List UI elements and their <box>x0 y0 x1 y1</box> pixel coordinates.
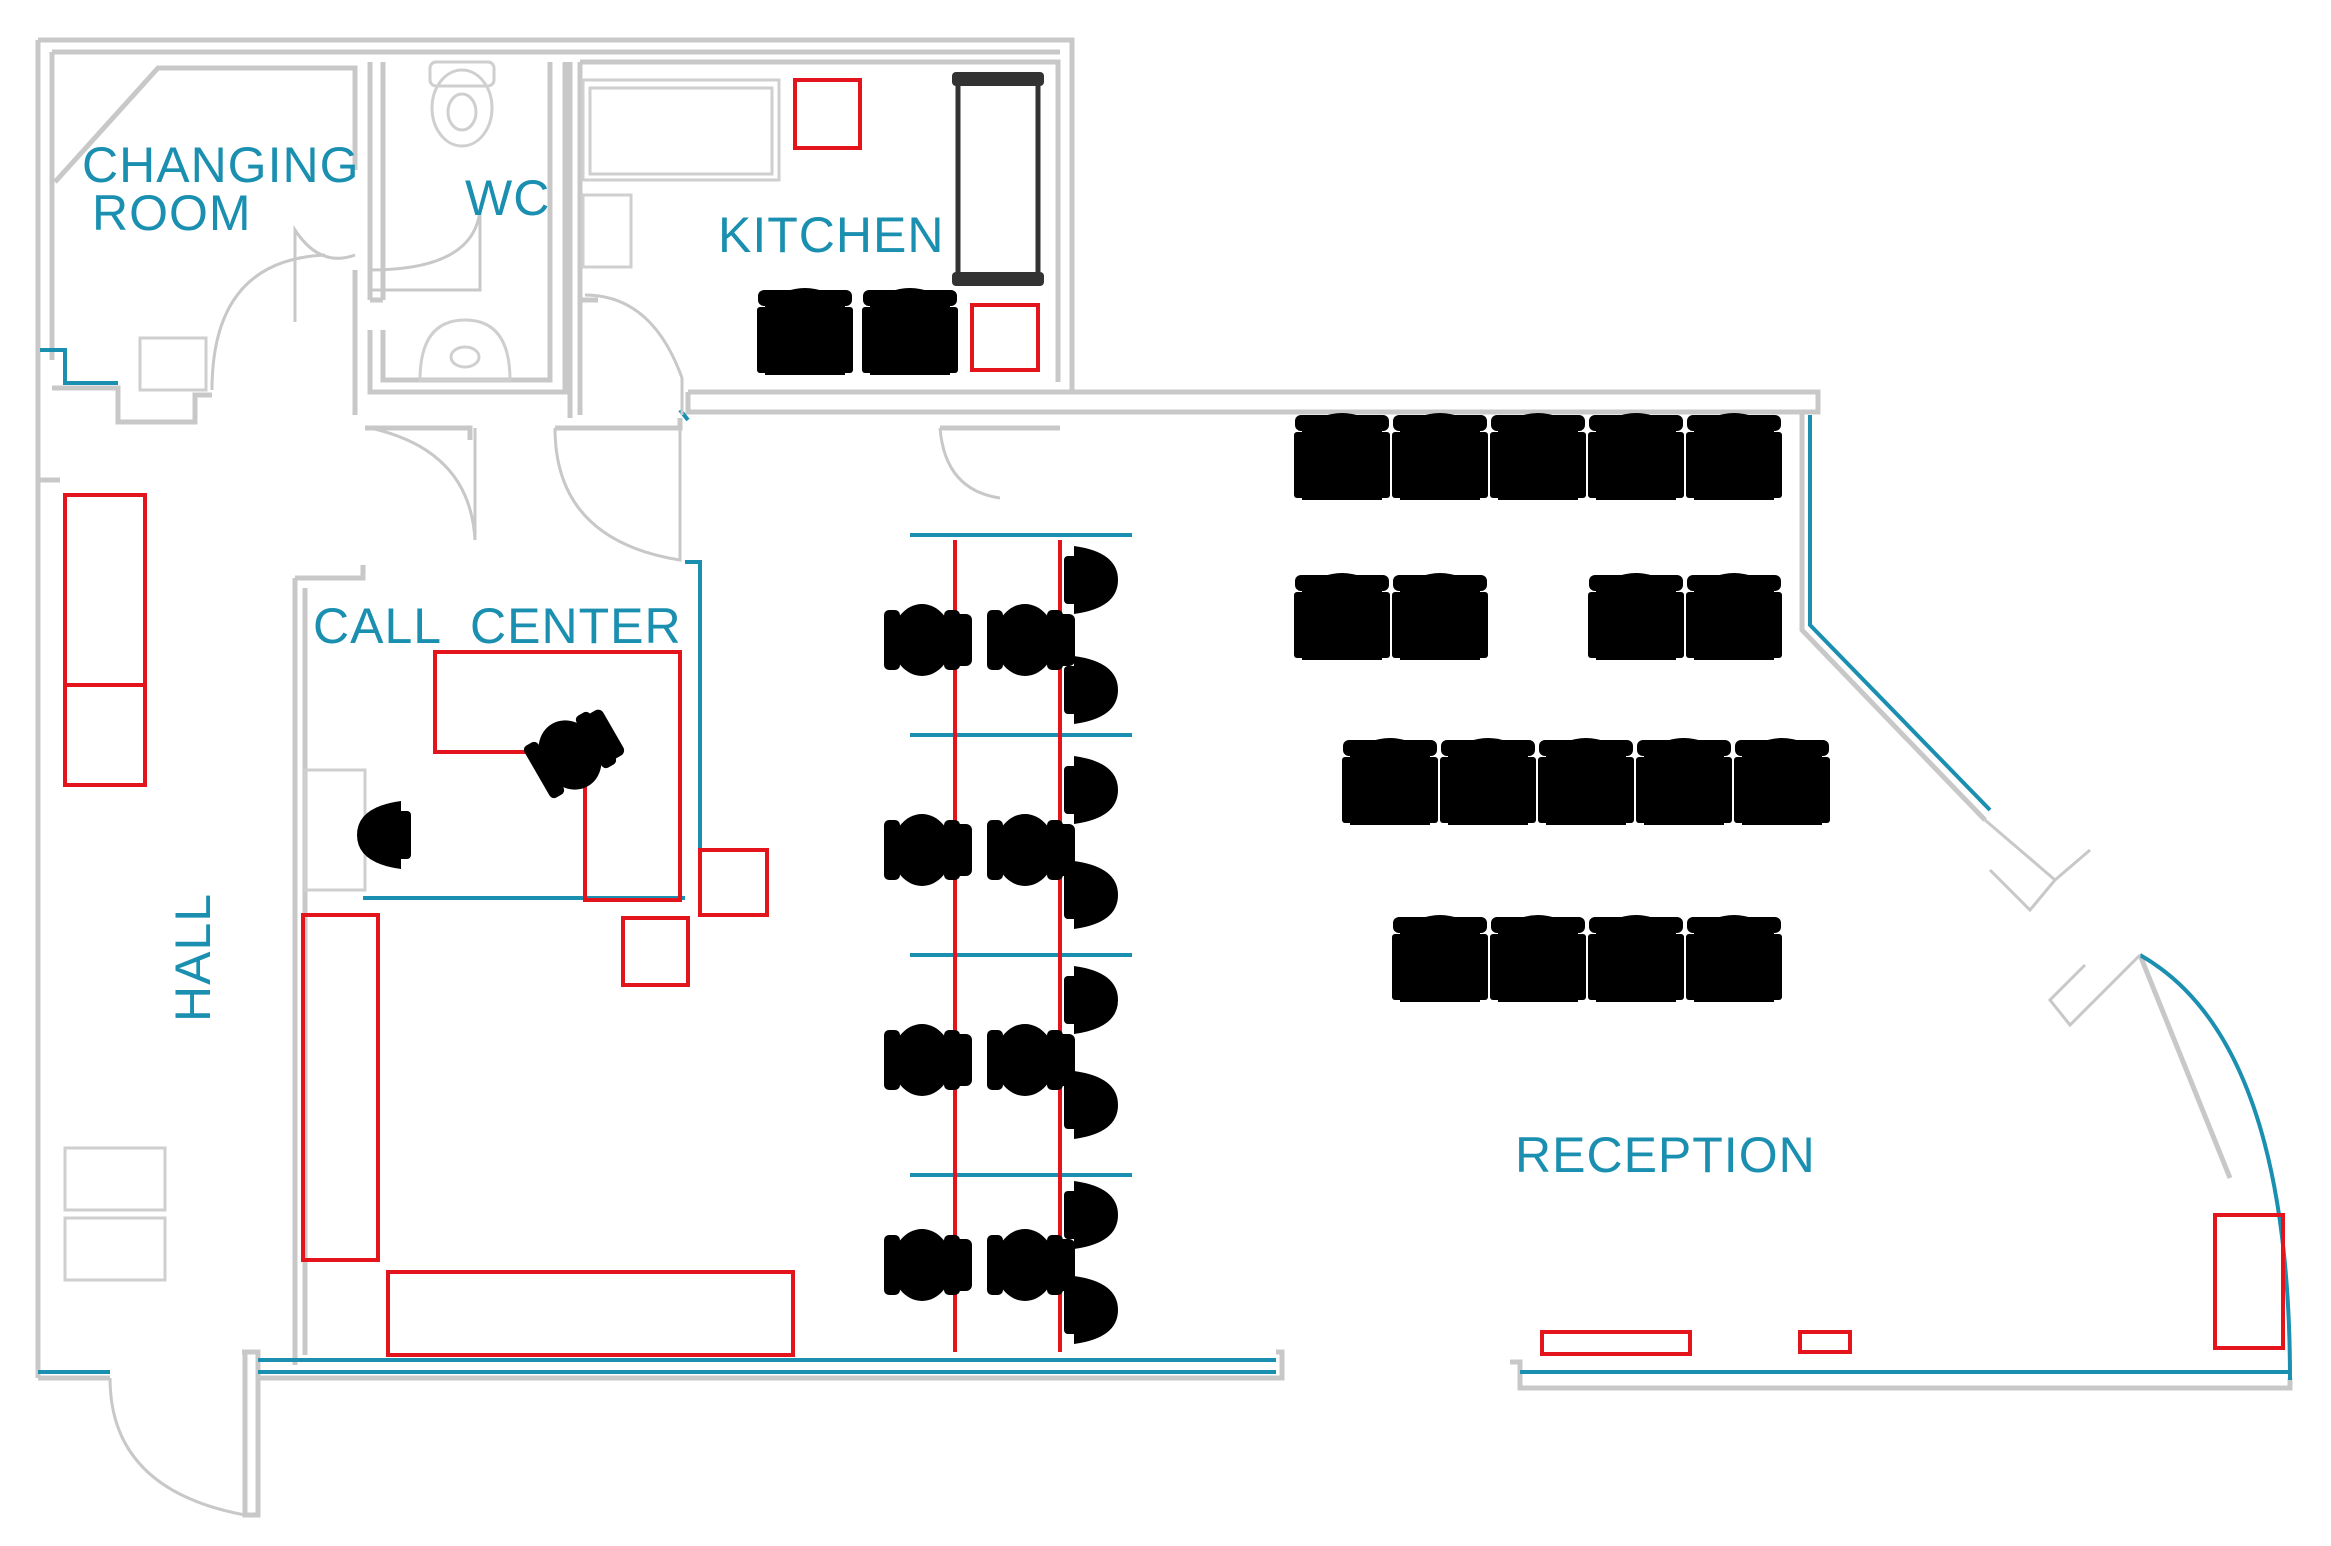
room-labels: CHANGING ROOM WC KITCHEN CALL CENTER HAL… <box>82 137 1816 1183</box>
room-label-room: ROOM <box>92 185 252 241</box>
kitchen-seating <box>757 288 958 375</box>
walls <box>35 37 2293 1518</box>
room-label-kitchen: KITCHEN <box>718 207 944 263</box>
door-swing-icon <box>293 224 356 322</box>
room-label-reception: RECEPTION <box>1515 1127 1816 1183</box>
room-label-wc: WC <box>465 170 550 226</box>
office-chair-icon <box>884 604 972 676</box>
lounge-chair-icon <box>757 288 853 375</box>
toilet-icon <box>428 60 496 148</box>
sink-icon <box>418 318 512 382</box>
room-label-changing: CHANGING <box>82 137 359 193</box>
reception-seating <box>1294 413 1830 1002</box>
highlighted-items <box>63 78 2285 1357</box>
room-label-call-center: CALL CENTER <box>313 598 682 654</box>
room-label-hall: HALL <box>165 893 221 1022</box>
lounge-chair-icon <box>862 288 958 375</box>
glazing <box>38 348 2292 1381</box>
doors <box>108 209 2142 1517</box>
workstation-seating <box>357 536 1118 1354</box>
fixtures <box>63 60 1044 1282</box>
